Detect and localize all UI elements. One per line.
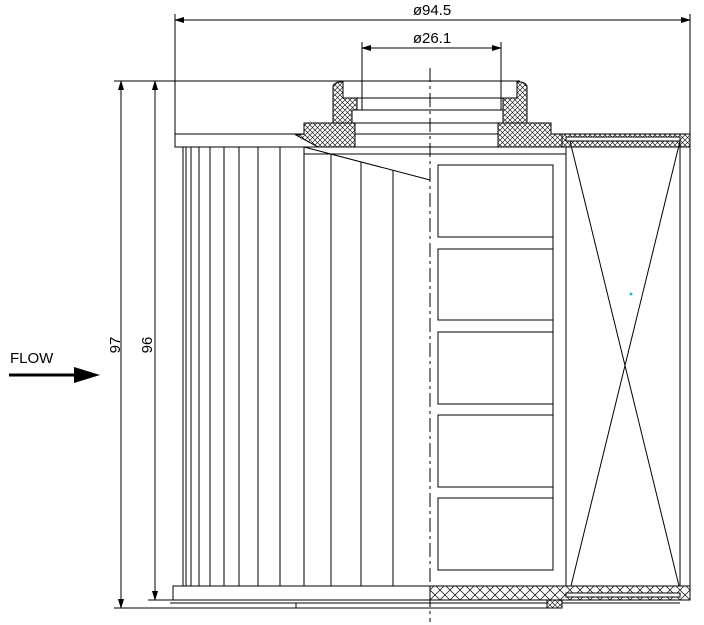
inner-diameter-label: ø26.1 [413, 30, 451, 47]
core-window [437, 164, 554, 238]
core-window [437, 414, 554, 488]
arrow-right-icon [74, 367, 100, 383]
flow-label: FLOW [10, 350, 54, 367]
core-window [437, 331, 554, 405]
outer-diameter-label: ø94.5 [413, 2, 451, 19]
element-height-label: 96 [139, 337, 156, 354]
core-window [437, 248, 554, 321]
bottom-end-cap [170, 585, 691, 609]
dimension-element-height: 96 [139, 80, 175, 601]
center-core [437, 147, 567, 586]
dimension-overall-height: 97 [107, 80, 520, 609]
flow-indicator: FLOW [9, 350, 100, 383]
dimension-inner-diameter: ø26.1 [361, 30, 502, 110]
core-window [437, 497, 554, 571]
overall-height-label: 97 [107, 337, 124, 354]
pleat-pack [175, 146, 566, 586]
dimension-outer-diameter: ø94.5 [174, 2, 691, 134]
top-end-cap [174, 81, 691, 148]
bypass-section [569, 134, 691, 598]
